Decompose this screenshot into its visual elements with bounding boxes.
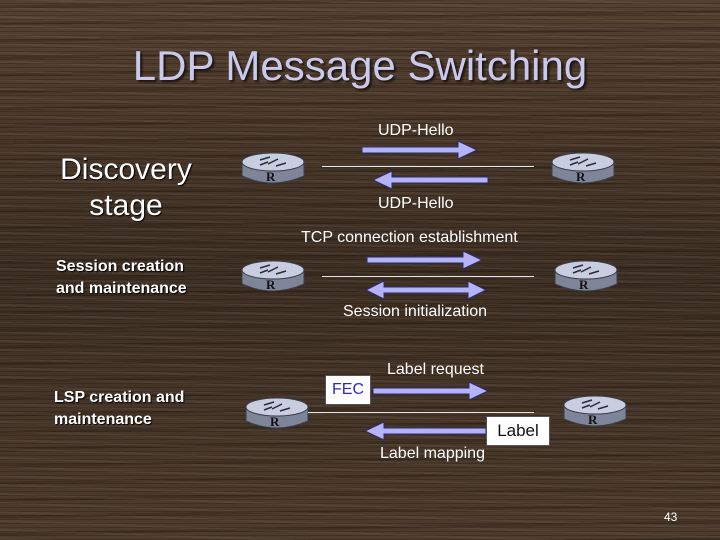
stage-lsp-line1: LSP creation and <box>54 389 185 406</box>
arrow-right-icon <box>366 250 484 270</box>
link-line <box>322 276 534 277</box>
label-box: Label <box>486 416 550 446</box>
router-icon: R <box>551 152 615 184</box>
stage-session-line2: and maintenance <box>56 280 187 297</box>
stage-lsp-line2: maintenance <box>54 411 152 428</box>
msg-udp-hello-2: UDP-Hello <box>378 195 454 212</box>
router-label: R <box>266 277 276 292</box>
router-icon: R <box>245 397 309 429</box>
stage-label-discovery: Discovery stage <box>50 152 202 224</box>
msg-label-request: Label request <box>387 361 484 378</box>
slide-title: LDP Message Switching <box>132 42 588 89</box>
router-label: R <box>588 412 598 427</box>
router-icon: R <box>241 152 305 184</box>
link-line <box>322 166 534 167</box>
arrow-right-icon <box>372 381 490 401</box>
stage-label-lsp: LSP creation and maintenance <box>54 387 224 431</box>
page-number: 43 <box>664 510 678 524</box>
stage-discovery-line2: stage <box>89 189 163 222</box>
arrow-left-icon <box>371 170 489 190</box>
arrow-both-icon <box>364 280 488 300</box>
stage-session-line1: Session creation <box>56 258 185 275</box>
msg-session-init: Session initialization <box>343 303 488 320</box>
msg-tcp-connection: TCP connection establishment <box>301 229 518 246</box>
router-icon: R <box>563 395 627 427</box>
router-icon: R <box>241 260 305 292</box>
router-icon: R <box>554 260 618 292</box>
arrow-right-icon <box>361 140 479 160</box>
link-line <box>308 412 534 413</box>
router-label: R <box>579 277 589 292</box>
router-label: R <box>270 414 280 429</box>
msg-label-mapping: Label mapping <box>380 445 485 462</box>
router-label: R <box>266 169 276 184</box>
arrow-left-icon <box>363 421 487 441</box>
fec-box: FEC <box>325 375 371 405</box>
stage-label-session: Session creation and maintenance <box>56 256 226 300</box>
stage-discovery-line1: Discovery <box>60 153 192 186</box>
router-label: R <box>576 169 586 184</box>
msg-udp-hello-1: UDP-Hello <box>378 122 454 139</box>
